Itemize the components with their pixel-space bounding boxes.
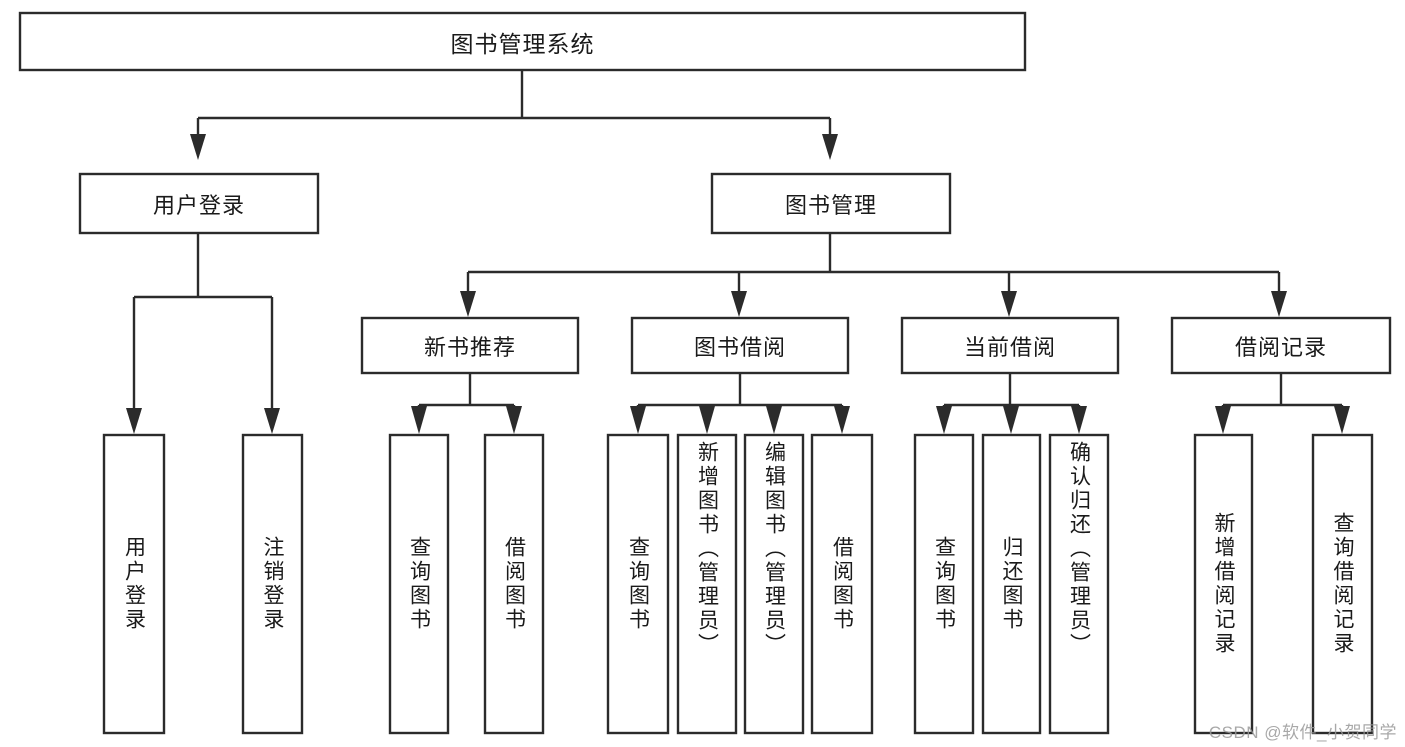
arrow-head-icon <box>1001 291 1017 317</box>
arrow-head-icon <box>1334 406 1350 434</box>
node-leaf-logout[interactable] <box>241 433 304 735</box>
node-leaf-edit-book[interactable] <box>743 433 805 735</box>
arrow-head-icon <box>822 134 838 160</box>
node-leaf-confirm-return[interactable] <box>1048 433 1110 735</box>
node-book-borrow[interactable] <box>630 316 850 375</box>
arrow-head-icon <box>936 406 952 434</box>
connector-new-book-recommend-to-leaves <box>411 373 522 434</box>
node-root[interactable] <box>18 11 1027 72</box>
arrow-head-icon <box>411 406 427 434</box>
node-leaf-add-book[interactable] <box>676 433 738 735</box>
arrow-head-icon <box>264 408 280 434</box>
arrow-head-icon <box>630 406 646 434</box>
connector-user-login-to-leaves <box>126 233 280 434</box>
node-book-manage[interactable] <box>710 172 952 235</box>
node-leaf-user-login[interactable] <box>102 433 166 735</box>
arrow-head-icon <box>506 406 522 434</box>
connector-borrow-record-to-leaves <box>1215 373 1350 434</box>
node-borrow-record[interactable] <box>1170 316 1392 375</box>
arrow-head-icon <box>1271 291 1287 317</box>
node-user-login[interactable] <box>78 172 320 235</box>
arrow-head-icon <box>766 406 782 434</box>
connector-current-borrow-to-leaves <box>936 373 1087 434</box>
node-leaf-query-book-3[interactable] <box>913 433 975 735</box>
node-leaf-borrow-book-2[interactable] <box>810 433 874 735</box>
connector-book-manage-to-level3 <box>460 233 1287 317</box>
arrow-head-icon <box>1215 406 1231 434</box>
connector-book-borrow-to-leaves <box>630 373 850 434</box>
node-leaf-add-record[interactable] <box>1193 433 1254 735</box>
node-current-borrow[interactable] <box>900 316 1120 375</box>
arrow-head-icon <box>460 291 476 317</box>
node-leaf-return-book[interactable] <box>981 433 1042 735</box>
arrow-head-icon <box>1003 406 1019 434</box>
arrow-head-icon <box>699 406 715 434</box>
node-leaf-borrow-book-1[interactable] <box>483 433 545 735</box>
connector-root-to-level2 <box>190 70 838 160</box>
node-leaf-query-record[interactable] <box>1311 433 1374 735</box>
arrow-head-icon <box>834 406 850 434</box>
node-leaf-query-book-1[interactable] <box>388 433 450 735</box>
arrow-head-icon <box>731 291 747 317</box>
arrow-head-icon <box>126 408 142 434</box>
node-leaf-query-book-2[interactable] <box>606 433 670 735</box>
arrow-head-icon <box>190 134 206 160</box>
node-new-book-recommend[interactable] <box>360 316 580 375</box>
arrow-head-icon <box>1071 406 1087 434</box>
